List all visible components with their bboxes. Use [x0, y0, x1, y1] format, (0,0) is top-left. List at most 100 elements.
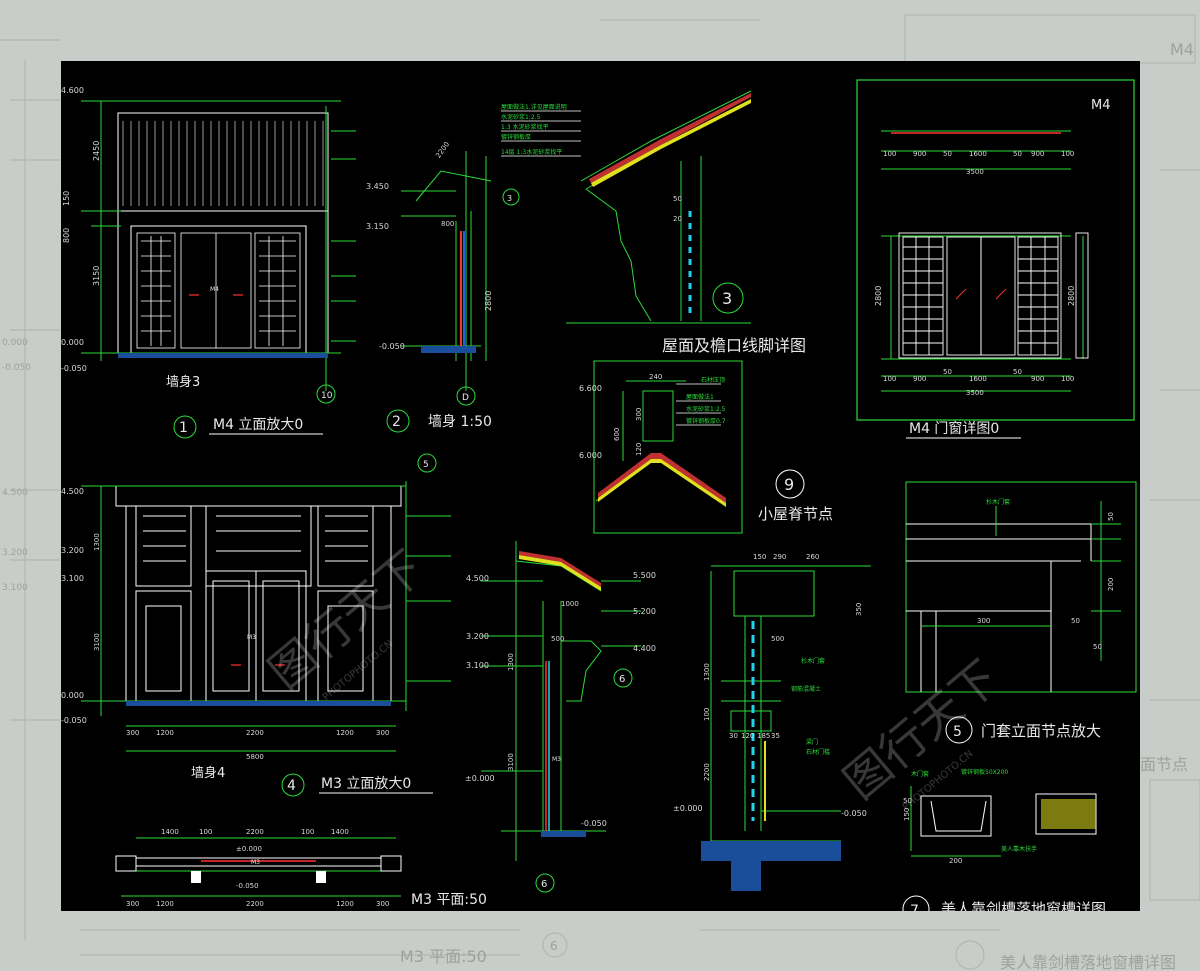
d3-note-3: 1:3 水泥砂浆找平: [501, 123, 549, 131]
m4-dim-bot-4: 1600: [969, 375, 987, 383]
d7-dim-120: 120: [741, 732, 754, 740]
m4-dim-bot-6: 900: [1031, 375, 1044, 383]
d3-title: 屋面及檐口线脚详图: [662, 336, 806, 355]
d9-level-top: 6.600: [579, 384, 602, 393]
d6-level-5: 3.200: [466, 632, 489, 641]
d4-level-5: -0.050: [61, 716, 87, 725]
d7-level-2: -0.050: [841, 809, 867, 818]
m4-dim-bot-1: 100: [883, 375, 896, 383]
m4-dim-bot-3: 50: [943, 368, 952, 376]
d7-note-5: 木门套: [911, 770, 929, 778]
d2-level-2: 3.150: [366, 222, 389, 231]
detail-9-ridge: 6.600 6.000 240 600 300 120 石材压顶 屋面做法1 水…: [579, 360, 833, 534]
d4-dim-3: 2200: [246, 729, 264, 737]
d1-door-tag: M4: [210, 286, 219, 293]
d1-level-top: 4.600: [61, 86, 84, 95]
d5-dim-2: 200: [1107, 578, 1115, 591]
m4-title: M4 门窗详图0: [909, 420, 999, 437]
d7-level-1: ±0.000: [673, 804, 703, 813]
bg-level-4: 3.100: [2, 583, 28, 593]
d7-dim-6: 1300: [703, 663, 711, 681]
d6-level-8: -0.050: [581, 819, 607, 828]
detail-8-m3-plan: 1400 100 2200 100 1400 300 1200 2200 120…: [115, 828, 487, 908]
bg-level-2: -0.050: [2, 363, 31, 373]
d9-level-bot: 6.000: [579, 451, 602, 460]
bg-circle-label: 6: [550, 939, 558, 953]
d7-dim-35: 35: [771, 732, 780, 740]
d7-note-3: 梁门: [806, 738, 818, 746]
d2-dim-800: 800: [441, 220, 454, 228]
m4-dim-top-total: 3500: [966, 168, 984, 176]
d1-number: 1: [179, 420, 188, 436]
d2-level-3: -0.050: [379, 342, 405, 351]
d7-dim-2: 290: [773, 553, 786, 561]
d4-level-2: 3.200: [61, 546, 84, 555]
detail-7-sill: 150 290 260 350 500 1300 100 2200 ±0.000…: [673, 553, 1106, 911]
d7-dim-185: 185: [757, 732, 770, 740]
m4-dim-bot-2: 900: [913, 375, 926, 383]
d5-number: 5: [953, 724, 962, 740]
d4-title: M3 立面放大0: [321, 776, 411, 792]
d9-note-3: 水泥砂浆1:2.5: [686, 405, 726, 413]
d9-dim-600: 600: [613, 428, 621, 441]
m4-dim-top-6: 900: [1031, 150, 1044, 158]
d7-note-1: 杉木门套: [801, 657, 825, 665]
d5-dim-3: 300: [977, 617, 990, 625]
d2-dim-height: 2800: [484, 291, 493, 311]
d1-level-neg: -0.050: [61, 364, 87, 373]
m4-dim-top-1: 100: [883, 150, 896, 158]
d3-dim-50: 50: [673, 195, 682, 203]
d1-level-zero: 0.000: [61, 338, 84, 347]
m4-dim-bot-total: 3500: [966, 389, 984, 397]
bg-m4-label: M4: [1170, 40, 1194, 59]
m4-dim-height-left: 2800: [874, 286, 883, 306]
d4-dim-1: 300: [126, 729, 139, 737]
d2-number: 2: [392, 414, 401, 430]
d1-dim-150: 150: [62, 191, 71, 206]
d8-level-2: -0.050: [236, 882, 259, 890]
d7-note-7: 镀锌钢板50X200: [961, 768, 1008, 776]
d9-dim-240: 240: [649, 373, 662, 381]
d9-dim-120: 120: [635, 443, 643, 456]
d8-dim-9: 1200: [336, 900, 354, 908]
d1-dim-3150: 3150: [92, 266, 101, 286]
d8-dim-8: 2200: [246, 900, 264, 908]
d8-dim-7: 1200: [156, 900, 174, 908]
d6-dim-1300: 1300: [507, 653, 515, 671]
d8-dim-10: 300: [376, 900, 389, 908]
d5-dim-1: 50: [1107, 512, 1115, 521]
d8-dim-6: 300: [126, 900, 139, 908]
bg-right-label: 面节点: [1140, 755, 1188, 774]
m4-dim-top-2: 900: [913, 150, 926, 158]
bg-level-1: 0.000: [2, 338, 28, 348]
d7-dim-3: 260: [806, 553, 819, 561]
d4-door-tag: M3: [247, 634, 256, 641]
d1-title: M4 立面放大0: [213, 417, 303, 433]
d9-note-2: 屋面做法1: [686, 393, 714, 401]
d7-dim-50: 50: [903, 797, 912, 805]
d6-level-3: 4.400: [633, 644, 656, 653]
d4-dim-total: 5800: [246, 753, 264, 761]
detail-3-roof-eave: 屋面做法1,详见屋面说明 水泥砂浆1:2.5 1:3 水泥砂浆找平 镀锌钢板厚 …: [501, 90, 806, 355]
d7-note-2: 钢筋混凝土: [791, 685, 821, 693]
d5-dim-4: 50: [1071, 617, 1080, 625]
d7-dim-8: 2200: [703, 763, 711, 781]
d9-dim-300: 300: [635, 408, 643, 421]
d1-axis-tag: 10: [321, 391, 333, 401]
d9-title: 小屋脊节点: [758, 505, 833, 523]
d6-circle-tag-1: 6: [619, 674, 625, 685]
d2-axis-tag: D: [462, 393, 469, 403]
m4-dim-top-4: 1600: [969, 150, 987, 158]
cad-drawing-panel: M4 2450 3150 150 800 -0.050 0.000 4.600 …: [61, 61, 1140, 911]
d6-door-tag: M3: [552, 756, 561, 763]
d5-note: 杉木门套: [986, 498, 1010, 506]
d6-dim-500: 500: [551, 635, 564, 643]
d9-number: 9: [784, 475, 794, 494]
d5-title: 门套立面节点放大: [981, 722, 1101, 740]
d4-dim-2: 1200: [156, 729, 174, 737]
d2-level-1: 3.450: [366, 182, 389, 191]
d7-dim-5: 500: [771, 635, 784, 643]
d7-dim-7: 100: [703, 708, 711, 721]
d4-dim-5: 300: [376, 729, 389, 737]
d7-dim-30: 30: [729, 732, 738, 740]
